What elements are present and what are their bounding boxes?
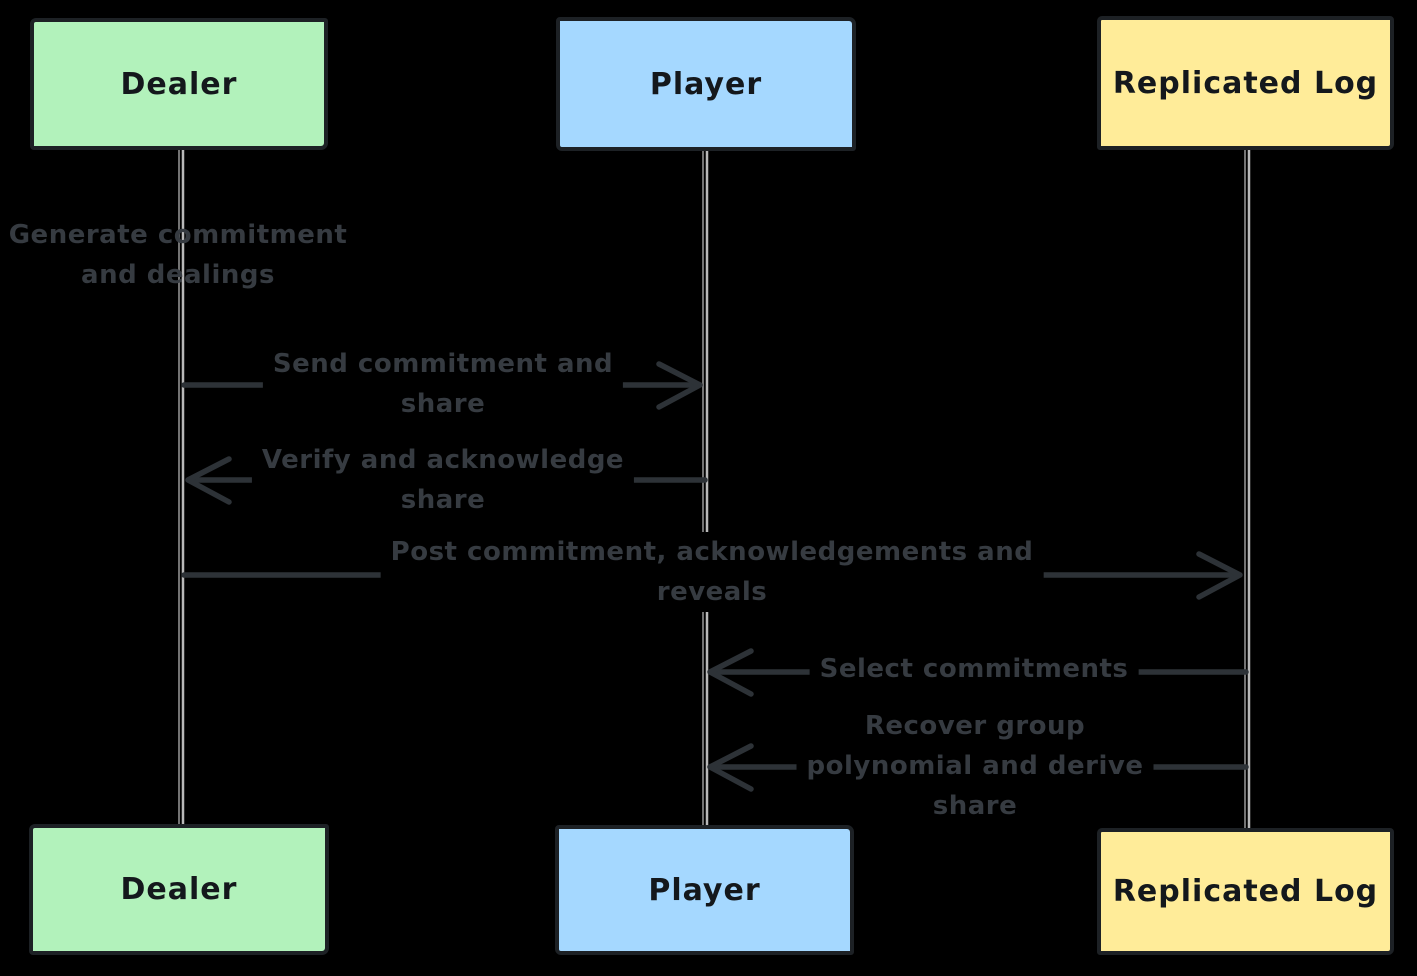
message-label-line: Select commitments bbox=[819, 654, 1129, 684]
actor-box-player-top: Player bbox=[556, 17, 856, 151]
lifeline-replicated-log bbox=[1244, 150, 1251, 830]
message-label-post-commitment: Post commitment, acknowledgements and re… bbox=[380, 532, 1044, 612]
lifeline-dealer bbox=[178, 150, 185, 826]
actor-label-replicated-log: Replicated Log bbox=[1112, 874, 1379, 909]
message-label-verify-acknowledge: Verify and acknowledge share bbox=[251, 440, 635, 520]
message-label-line: share bbox=[400, 389, 486, 419]
actor-label-dealer: Dealer bbox=[120, 872, 238, 907]
message-label-line: reveals bbox=[656, 577, 768, 607]
note-line: Generate commitment bbox=[8, 220, 348, 250]
actor-box-replicated-log-top: Replicated Log bbox=[1097, 16, 1394, 150]
actor-label-replicated-log: Replicated Log bbox=[1112, 65, 1379, 101]
actor-box-replicated-log-bottom: Replicated Log bbox=[1097, 828, 1394, 955]
message-label-send-commitment: Send commitment and share bbox=[262, 344, 624, 424]
lifeline-player bbox=[702, 151, 709, 827]
note-line: and dealings bbox=[81, 260, 275, 290]
actor-label-player: Player bbox=[649, 66, 763, 102]
message-label-line: Verify and acknowledge bbox=[261, 445, 625, 475]
actor-label-player: Player bbox=[648, 872, 761, 908]
actor-box-dealer-top: Dealer bbox=[30, 18, 328, 150]
message-label-recover-polynomial: Recover group polynomial and derive shar… bbox=[796, 706, 1154, 826]
actor-label-dealer: Dealer bbox=[120, 66, 238, 102]
actor-box-player-bottom: Player bbox=[555, 825, 854, 955]
message-label-line: Recover group bbox=[864, 711, 1086, 741]
message-label-line: polynomial and derive bbox=[806, 751, 1144, 781]
message-label-line: share bbox=[400, 485, 486, 515]
message-label-line: Send commitment and bbox=[272, 349, 614, 379]
actor-box-dealer-bottom: Dealer bbox=[29, 824, 329, 955]
message-label-line: share bbox=[932, 791, 1018, 821]
message-label-line: Post commitment, acknowledgements and bbox=[390, 537, 1034, 567]
self-note-generate-commitment: Generate commitment and dealings bbox=[9, 215, 348, 295]
message-label-select-commitments: Select commitments bbox=[809, 649, 1139, 689]
